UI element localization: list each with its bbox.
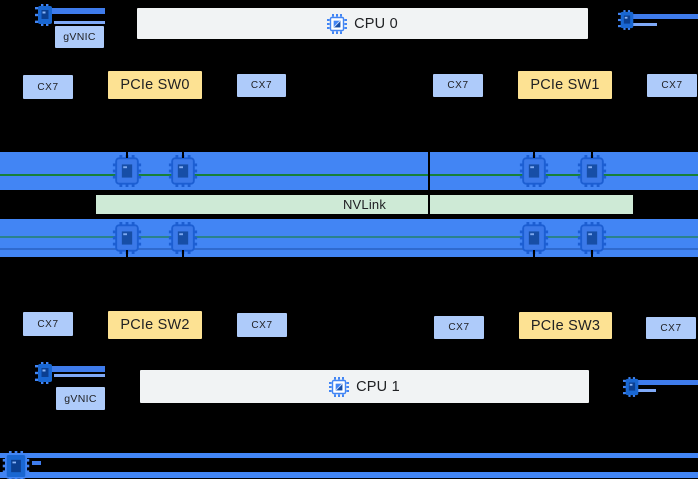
gpu-chip-icon: [168, 155, 198, 187]
nic-chip-icon: [623, 377, 641, 397]
cpu0-label: CPU 0: [354, 15, 398, 32]
link-line: [46, 8, 105, 14]
pcie-sw2-label: PCIe SW2: [120, 317, 190, 333]
nvlink-box: NVLink: [96, 195, 633, 214]
connector-tick: [182, 152, 184, 158]
cx7-card: CX7: [23, 312, 73, 336]
pcie-sw0-box: PCIe SW0: [108, 71, 202, 99]
cpu-chip-icon: [327, 14, 347, 34]
cx7-label: CX7: [447, 80, 469, 91]
pcie-sw0-label: PCIe SW0: [120, 77, 190, 93]
nvlink-trace: [0, 236, 698, 238]
pcie-sw1-box: PCIe SW1: [518, 71, 612, 99]
nic-chip-icon: [35, 362, 55, 384]
cx7-card: CX7: [647, 74, 697, 97]
connector-tick: [126, 152, 128, 158]
link-line-thin: [54, 374, 105, 377]
cx7-label: CX7: [660, 322, 682, 334]
link-stub: [32, 461, 41, 465]
link-line-thin: [630, 389, 656, 392]
nvlink-trace: [0, 174, 698, 176]
cx7-label: CX7: [661, 80, 683, 91]
link-line-thin: [54, 21, 105, 24]
cx7-label: CX7: [250, 80, 273, 91]
gpu-chip-icon: [112, 155, 142, 187]
nic-chip-icon: [618, 10, 636, 30]
nvlink-label: NVLink: [342, 197, 387, 212]
network-line: [0, 453, 698, 458]
cpu0-box: CPU 0: [137, 8, 588, 39]
cpu1-label: CPU 1: [356, 378, 400, 395]
cx7-label: CX7: [251, 319, 273, 331]
connector-tick: [591, 250, 593, 257]
cpu-chip-icon: [329, 377, 349, 397]
connector-tick: [533, 152, 535, 158]
link-line: [46, 366, 105, 372]
gpu-bar-bottom: [0, 219, 698, 257]
cx7-card: CX7: [237, 74, 286, 97]
cx7-card: CX7: [433, 74, 483, 97]
gpu-chip-icon: [519, 155, 549, 187]
pcie-sw3-box: PCIe SW3: [519, 312, 612, 339]
cx7-card: CX7: [23, 75, 73, 99]
cx7-label: CX7: [37, 318, 59, 330]
network-chip-icon: [2, 451, 30, 479]
network-line: [0, 472, 698, 478]
gvnic-label: gVNIC: [63, 31, 96, 43]
connector-tick: [126, 250, 128, 257]
gpu-chip-icon: [577, 155, 607, 187]
cx7-label: CX7: [37, 81, 59, 93]
gvnic-label: gVNIC: [64, 392, 97, 405]
link-line: [632, 14, 698, 19]
pcie-sw1-label: PCIe SW1: [530, 77, 600, 93]
pcie-sw3-label: PCIe SW3: [530, 317, 601, 334]
cx7-card: CX7: [646, 317, 696, 339]
link-line-thin: [633, 23, 657, 26]
cx7-label: CX7: [448, 322, 470, 333]
gvnic-card-top: gVNIC: [55, 26, 104, 48]
link-line: [636, 380, 698, 385]
vertical-connector: [428, 152, 430, 257]
pcie-sw2-box: PCIe SW2: [108, 311, 202, 339]
connector-tick: [591, 152, 593, 158]
cx7-card: CX7: [434, 316, 484, 339]
pcie-trace: [0, 248, 698, 250]
connector-tick: [533, 250, 535, 257]
cpu1-box: CPU 1: [140, 370, 589, 403]
cx7-card: CX7: [237, 313, 287, 337]
gpu-bar-top: [0, 152, 698, 190]
connector-tick: [182, 250, 184, 257]
gvnic-card-bottom: gVNIC: [56, 387, 105, 410]
nic-chip-icon: [35, 4, 55, 26]
